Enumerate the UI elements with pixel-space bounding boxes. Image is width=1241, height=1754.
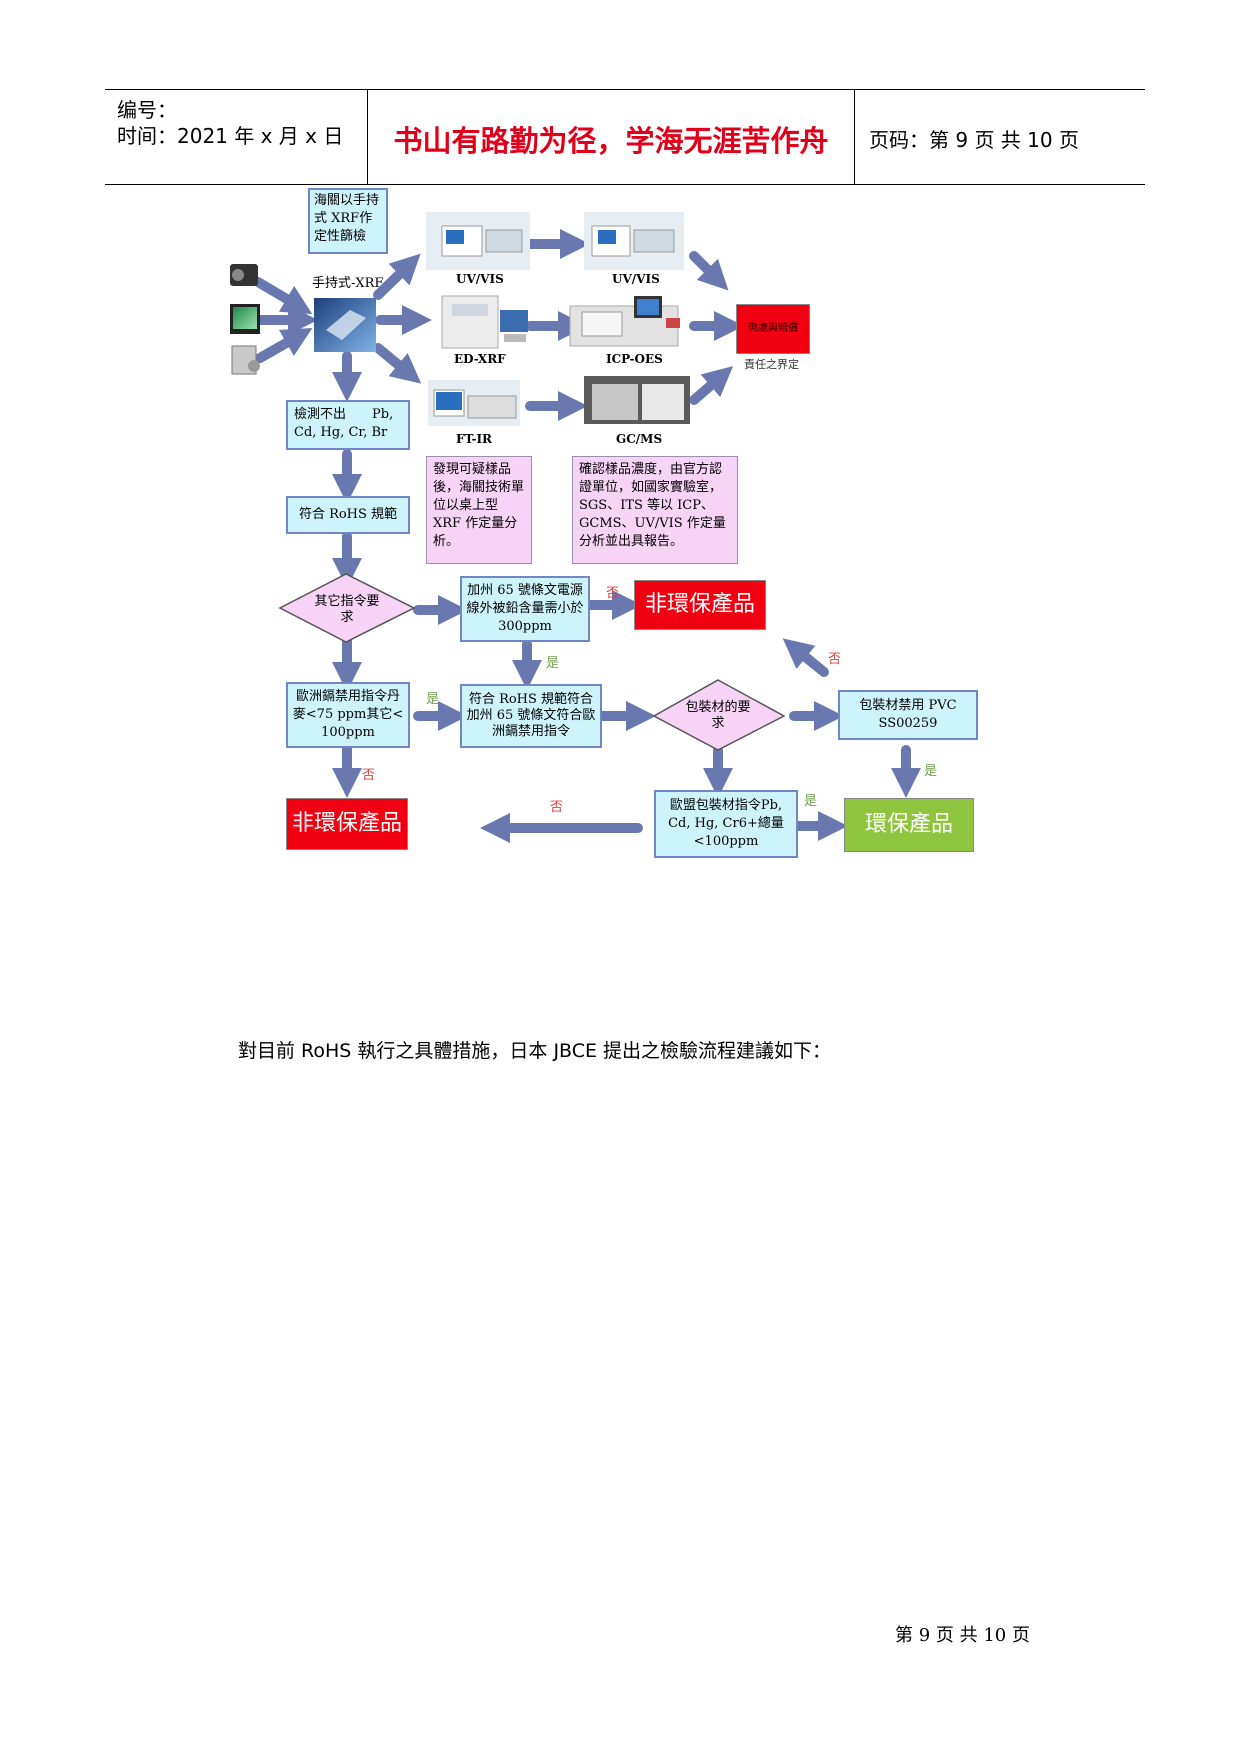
no-label-2: 否 [828,652,842,667]
audio-device-icon [231,345,260,375]
uvvis-label-2: UV/VIS [612,272,660,286]
arrow-audio-to-xrf [255,328,313,363]
gcms-instrument-image [584,376,690,424]
header-motto: 书山有路勤为径，学海无涯苦作舟 [393,124,829,158]
confirmation-note: 確認樣品濃度，由官方認證單位，如國家實驗室，SGS、ITS 等以 ICP、GCM… [572,456,738,564]
not-eco-product-1: 非環保產品 [634,580,766,630]
handheld-xrf-label: 手持式-XRF [312,276,384,291]
uvvis-label-1: UV/VIS [456,272,504,286]
number-label: 编号： [117,98,177,122]
eu-cadmium-box: 歐洲鎘禁用指令丹麥<75 ppm其它< 100ppm [286,682,410,748]
gcms-label: GC/MS [616,432,663,446]
no-label-3: 否 [362,768,376,783]
uvvis-instrument-image-1 [426,212,530,270]
arrow-camera-to-xrf [253,277,313,315]
header-center-cell: 书山有路勤为径，学海无涯苦作舟 [368,90,855,184]
yes-label-4: 是 [924,764,938,779]
icpoes-instrument-image [569,296,680,347]
no-label-1: 否 [606,586,620,601]
combined-compliance-box: 符合 RoHS 規範符合加州 65 號條文符合歐洲鎘禁用指令 [460,684,602,748]
arrow-uvvis-to-penalty [689,251,729,291]
tv-icon [230,304,260,334]
not-eco-product-2: 非環保產品 [286,798,408,850]
suspicious-sample-note: 發現可疑樣品後，海關技術單位以桌上型 XRF 作定量分析。 [426,456,532,564]
not-detected-box: 檢測不出 Pb, Cd, Hg, Cr, Br [286,400,410,450]
xrf-note-box: 海關以手持式 XRF作定性篩檢 [308,188,388,254]
header-page-number: 页码：第 9 页 共 10 页 [869,128,1079,152]
packaging-requirement-label: 包裝材的要求 [685,700,751,731]
arrow-xrf-to-ftir [373,343,422,384]
icpoes-label: ICP-OES [606,352,663,366]
header-left-cell: 编号： 时间：2021 年 x 月 x 日 [105,90,368,184]
ftir-label: FT-IR [456,432,493,446]
body-paragraph: 對目前 RoHS 執行之具體措施，日本 JBCE 提出之檢驗流程建議如下： [238,1040,832,1062]
other-directive-diamond [278,573,416,643]
page-header: 编号： 时间：2021 年 x 月 x 日 书山有路勤为径，学海无涯苦作舟 页码… [105,89,1145,185]
edxrf-instrument-image [441,295,528,349]
other-directive-label: 其它指令要求 [314,594,380,625]
yes-label-1: 是 [546,656,560,671]
arrow-gcms-to-penalty [689,366,734,405]
pvc-ban-box: 包裝材禁用 PVC SS00259 [838,690,978,740]
ftir-instrument-image [428,380,520,426]
edxrf-label: ED-XRF [454,352,506,366]
uvvis-instrument-image-2 [584,212,684,270]
eco-product-box: 環保產品 [844,798,974,852]
arrow-xrf-to-uvvis [373,253,421,300]
yes-label-2: 是 [426,692,440,707]
flowchart-graphics [230,212,921,843]
header-right-cell: 页码：第 9 页 共 10 页 [855,90,1145,184]
time-label: 时间：2021 年 x 月 x 日 [117,124,344,148]
eu-packaging-box: 歐盟包裝材指令Pb, Cd, Hg, Cr6+總量<100ppm [654,790,798,858]
page-footer: 第 9 页 共 10 页 [895,1625,1030,1646]
camcorder-icon [230,264,258,286]
packaging-requirement-diamond [652,679,786,751]
penalty-box: 懲處與賠償 [736,304,810,354]
arrow-pvc-up [782,638,829,677]
responsibility-caption: 責任之界定 [744,358,799,371]
no-label-4: 否 [550,800,564,815]
rohs-compliant-box: 符合 RoHS 規範 [286,496,410,534]
yes-label-3: 是 [804,794,818,809]
prop65-box: 加州 65 號條文電源線外被鉛含量需小於 300ppm [460,576,590,642]
